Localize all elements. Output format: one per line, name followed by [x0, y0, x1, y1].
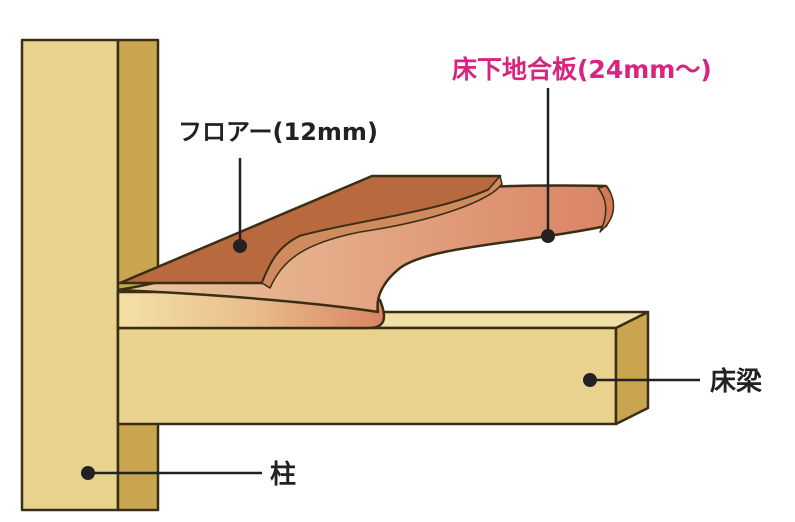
leaders — [88, 88, 700, 475]
flooring-board — [118, 174, 503, 289]
subfloor-label: 床下地合板(24mm〜) — [452, 55, 712, 84]
beam-end-face — [614, 310, 650, 426]
flooring-dot — [233, 239, 247, 253]
post-label: 柱 — [270, 460, 296, 490]
plywood-front-edge — [597, 185, 615, 233]
post-front-face — [20, 38, 120, 512]
beam-dot — [583, 373, 597, 387]
flooring-label: フロアー(12mm) — [178, 118, 378, 146]
subfloor-dot — [541, 229, 555, 243]
leader-dots — [81, 229, 597, 480]
post-dot — [81, 466, 95, 480]
post — [20, 38, 160, 512]
beam-label: 床梁 — [710, 366, 762, 397]
flooring-edge — [261, 175, 503, 289]
beam-front-face — [116, 326, 618, 426]
